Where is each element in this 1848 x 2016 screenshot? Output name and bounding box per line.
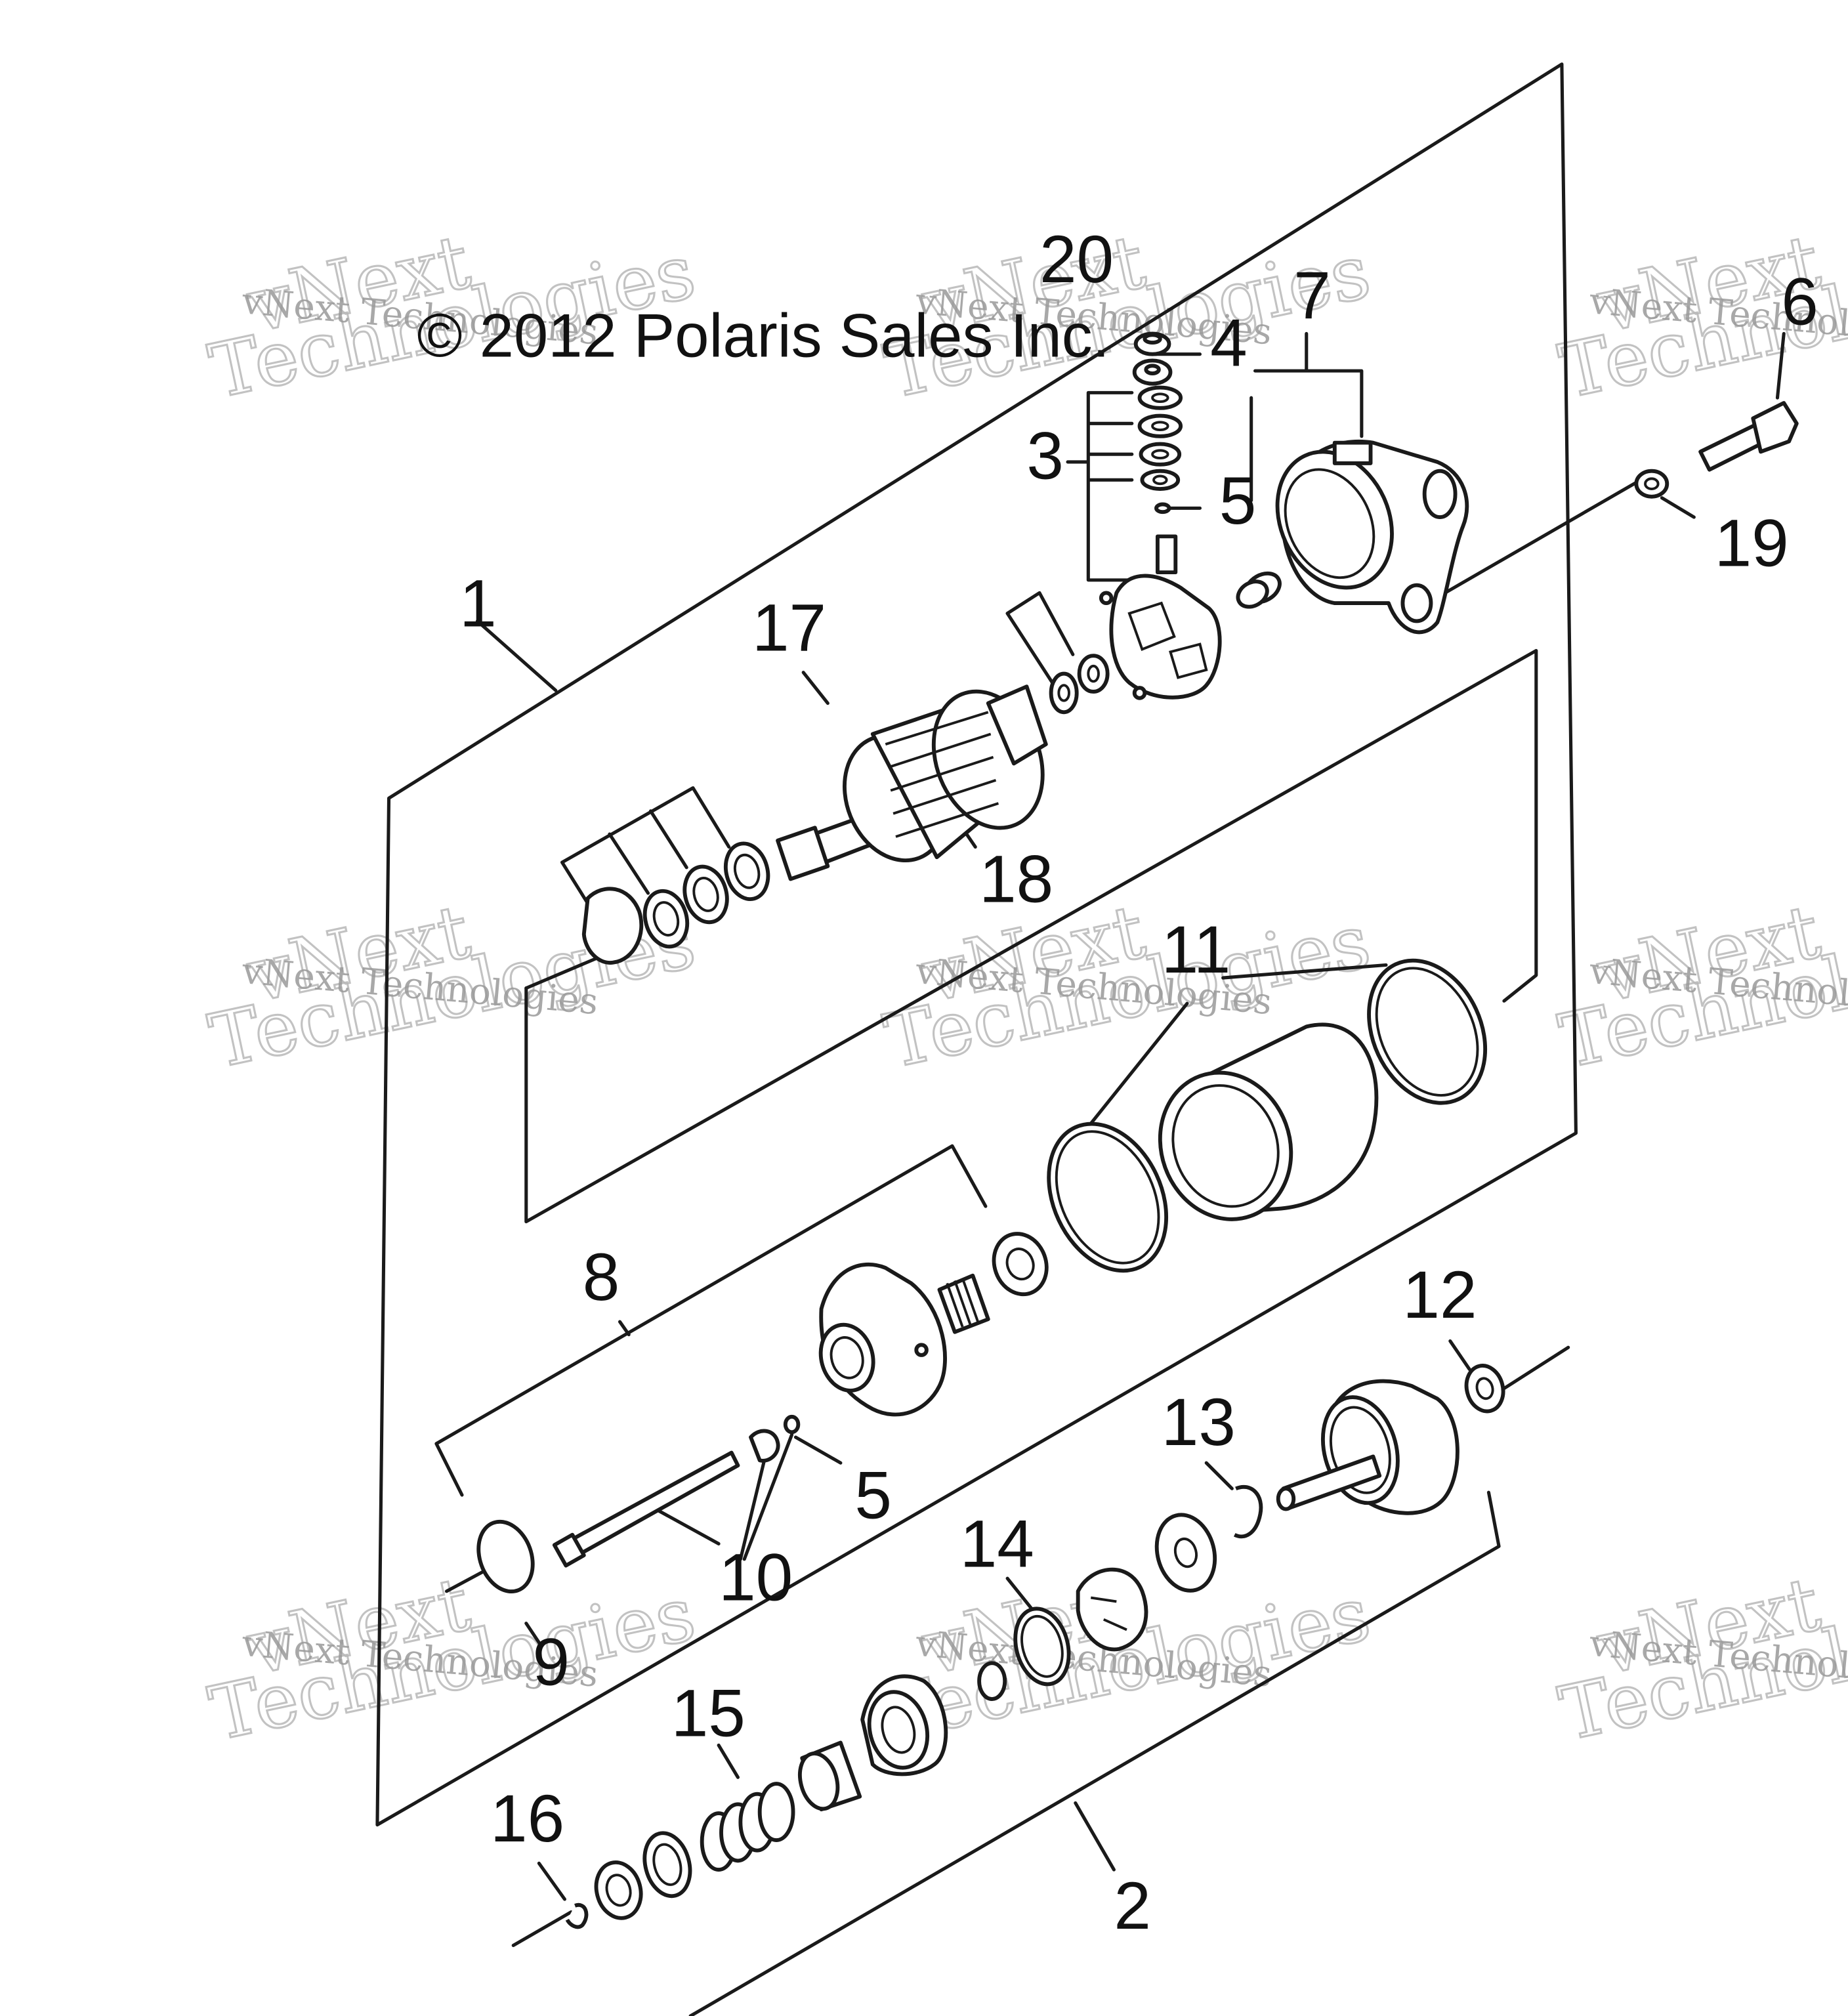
spring-clip-14 xyxy=(977,1606,1071,1701)
sleeve xyxy=(798,1740,862,1812)
yoke-housing xyxy=(1158,1022,1379,1221)
washers-17-front xyxy=(581,841,770,965)
callout-8: 8 xyxy=(583,1240,620,1314)
callout-3: 3 xyxy=(1026,418,1064,493)
washer-13 xyxy=(1154,1513,1217,1593)
snap-ring-13 xyxy=(1233,1484,1263,1539)
callout-7: 7 xyxy=(1293,258,1331,333)
end-frame-8 xyxy=(818,1262,947,1417)
washers-17 xyxy=(1049,654,1110,715)
o-ring-11-front xyxy=(1047,1122,1169,1273)
drive-group-bracket-2 xyxy=(688,1490,1501,2016)
callout-17: 17 xyxy=(752,590,826,665)
stop-ring xyxy=(594,1860,643,1920)
brush-plate xyxy=(1099,534,1222,700)
callout-19: 19 xyxy=(1715,505,1789,580)
callout-12: 12 xyxy=(1402,1257,1477,1332)
callout-labels: 1 2 3 4 5 5 6 7 8 9 10 11 12 13 14 15 16… xyxy=(459,222,1818,1943)
callout-1: 1 xyxy=(459,566,497,640)
through-bolt-10 xyxy=(552,1414,801,1568)
o-ring-11-rear xyxy=(1367,958,1488,1105)
armature-18 xyxy=(776,684,1048,881)
callout-4: 4 xyxy=(1210,305,1248,380)
washer-set-3 xyxy=(1137,385,1183,491)
cap-9 xyxy=(476,1519,535,1594)
callout-6: 6 xyxy=(1781,264,1818,339)
callout-13: 13 xyxy=(1162,1385,1236,1460)
needle-bearing xyxy=(937,1273,990,1334)
bolt-6 xyxy=(1698,401,1799,472)
end-frame-group-bracket-8 xyxy=(434,1144,988,1497)
leader-lines xyxy=(444,331,1786,1947)
callout-10: 10 xyxy=(719,1540,793,1614)
copyright-text: © 2012 Polaris Sales Inc. xyxy=(417,301,1110,370)
washer-19 xyxy=(1634,469,1670,499)
armature-group-bracket xyxy=(524,648,1538,1224)
callout-2: 2 xyxy=(1114,1868,1151,1943)
callout-16: 16 xyxy=(490,1781,564,1856)
stopper-collar xyxy=(1076,1567,1148,1652)
o-ring-5-lower xyxy=(783,1414,801,1435)
end-cap-7 xyxy=(1275,439,1469,635)
callout-14: 14 xyxy=(960,1507,1034,1582)
callout-11: 11 xyxy=(1162,912,1231,987)
nut-20 xyxy=(1133,331,1171,356)
circlip-16 xyxy=(565,1902,589,1929)
callout-9: 9 xyxy=(533,1624,570,1699)
o-ring-5 xyxy=(1154,502,1171,514)
bushing xyxy=(1236,571,1282,609)
bearing-rear xyxy=(992,1232,1049,1297)
washer-4 xyxy=(1132,358,1173,386)
gear-shaft-12 xyxy=(1276,1364,1505,1515)
callout-18: 18 xyxy=(979,842,1053,917)
spring-15 xyxy=(700,1782,795,1872)
callout-5-lower: 5 xyxy=(854,1458,892,1532)
callout-20: 20 xyxy=(1040,222,1114,297)
pinion-gear xyxy=(860,1674,948,1776)
callout-5: 5 xyxy=(1219,463,1257,538)
collar xyxy=(642,1831,692,1899)
callout-15: 15 xyxy=(671,1676,746,1751)
assembly-outline xyxy=(375,62,1578,1827)
